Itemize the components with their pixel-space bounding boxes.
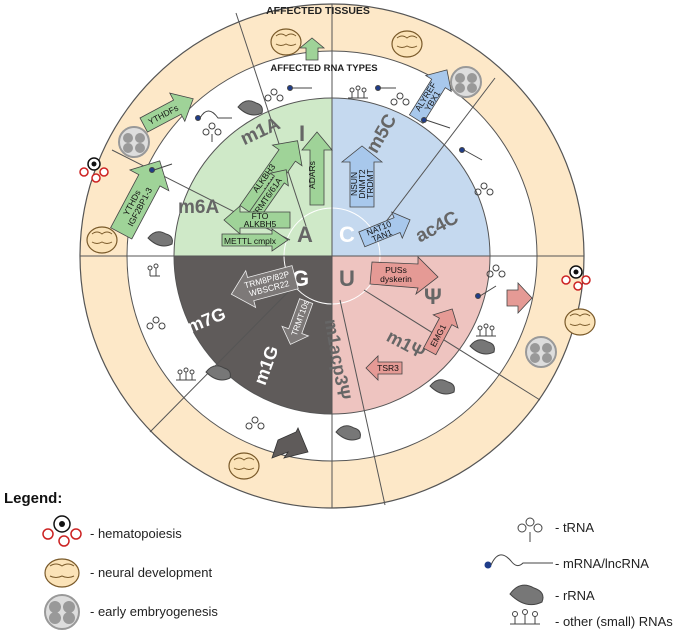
rrna-icon: [205, 365, 231, 381]
embryo-icon: [118, 126, 150, 158]
rrna-icon: [509, 584, 544, 606]
arrow-tissue-pink: [506, 281, 533, 315]
trna-icon: [202, 122, 222, 142]
arrow-nsun: NSUN DNMT2 TRDMT: [340, 145, 384, 208]
legend-embryo: - early embryogenesis: [90, 604, 218, 619]
trna-icon: [390, 92, 410, 106]
small-rna-icon: [476, 323, 496, 337]
arrow-fto-alkbh5: FTO ALKBH5: [223, 205, 291, 235]
legend-hematopoiesis: - hematopoiesis: [90, 526, 182, 541]
mrna-icon: [375, 85, 396, 91]
svg-text:ADARs: ADARs: [307, 161, 317, 189]
arrow-tissue-gray: [271, 427, 309, 459]
nucleotide-U: U: [339, 266, 355, 291]
nucleotide-C: C: [339, 222, 355, 247]
small-rna-icon: [510, 609, 540, 625]
legend-rrna: - rRNA: [555, 588, 595, 603]
brain-icon: [564, 308, 596, 336]
svg-text:dyskerin: dyskerin: [380, 274, 412, 284]
nucleotide-A: A: [297, 222, 313, 247]
hematopoiesis-icon: [42, 515, 82, 547]
embryo-icon: [450, 66, 482, 98]
arrow-trm8p: TRM8P/82P WBSCR22: [230, 265, 299, 309]
brain-icon: [270, 28, 302, 56]
rrna-icon: [429, 379, 455, 395]
arrow-tissue-green: [298, 37, 326, 61]
mrna-icon: [287, 85, 312, 91]
mod-I: I: [299, 121, 305, 146]
mrna-icon: [459, 147, 483, 161]
mod-m6A: m6A: [178, 197, 219, 218]
legend-small-rna: - other (small) RNAs: [555, 614, 673, 629]
svg-text:TRDMT: TRDMT: [365, 169, 375, 199]
arrow-pus: PUSs dyskerin: [369, 256, 439, 296]
svg-text:PUSs: PUSs: [385, 265, 407, 275]
inner-ring-title: AFFECTED RNA TYPES: [270, 63, 377, 74]
svg-text:ALKBH5: ALKBH5: [244, 219, 277, 229]
small-rna-icon: [348, 85, 368, 99]
brain-icon: [86, 226, 118, 254]
trna-icon: [486, 264, 506, 278]
legend-neural: - neural development: [90, 565, 213, 580]
legend-trna: - tRNA: [555, 520, 594, 535]
trna-icon: [146, 316, 166, 330]
tissue-icons: [79, 28, 596, 480]
trna-icon: [264, 88, 284, 102]
small-rna-icon: [147, 263, 160, 277]
brain-icon: [44, 558, 80, 588]
legend-mrna: - mRNA/lncRNA: [555, 556, 649, 571]
hematopoiesis-icon: [79, 157, 109, 183]
trna-icon: [474, 182, 494, 196]
rrna-icon: [237, 100, 263, 116]
rrna-icon: [147, 231, 173, 247]
hematopoiesis-icon: [561, 265, 591, 291]
legend-title: Legend:: [4, 490, 63, 507]
mrna-icon: [149, 163, 173, 173]
svg-text:FTO: FTO: [252, 211, 269, 221]
arrow-adars: ADARs: [301, 131, 333, 206]
trna-icon: [245, 416, 265, 430]
embryo-icon: [525, 336, 557, 368]
rrna-icon: [469, 339, 495, 355]
svg-text:DNMT2: DNMT2: [357, 169, 367, 199]
svg-text:METTL cmplx: METTL cmplx: [224, 236, 277, 246]
trna-icon: [517, 517, 543, 542]
mrna-icon: [195, 110, 232, 121]
arrow-tsr3: TSR3: [365, 355, 403, 381]
mod-psi: Ψ: [424, 284, 442, 309]
rna-icons: [146, 85, 506, 441]
mrna-icon: [484, 554, 553, 569]
arrow-mettl: METTL cmplx: [221, 228, 289, 252]
svg-text:NSUN: NSUN: [349, 172, 359, 196]
brain-icon: [391, 30, 423, 58]
brain-icon: [228, 452, 260, 480]
outer-ring-title: AFFECTED TISSUES: [266, 5, 370, 17]
legend-icons: [42, 515, 553, 630]
mrna-icon: [475, 285, 497, 299]
rrna-icon: [335, 425, 361, 441]
svg-text:TSR3: TSR3: [377, 363, 399, 373]
mrna-icon: [421, 117, 451, 129]
embryo-icon: [44, 594, 80, 630]
small-rna-icon: [176, 367, 196, 381]
